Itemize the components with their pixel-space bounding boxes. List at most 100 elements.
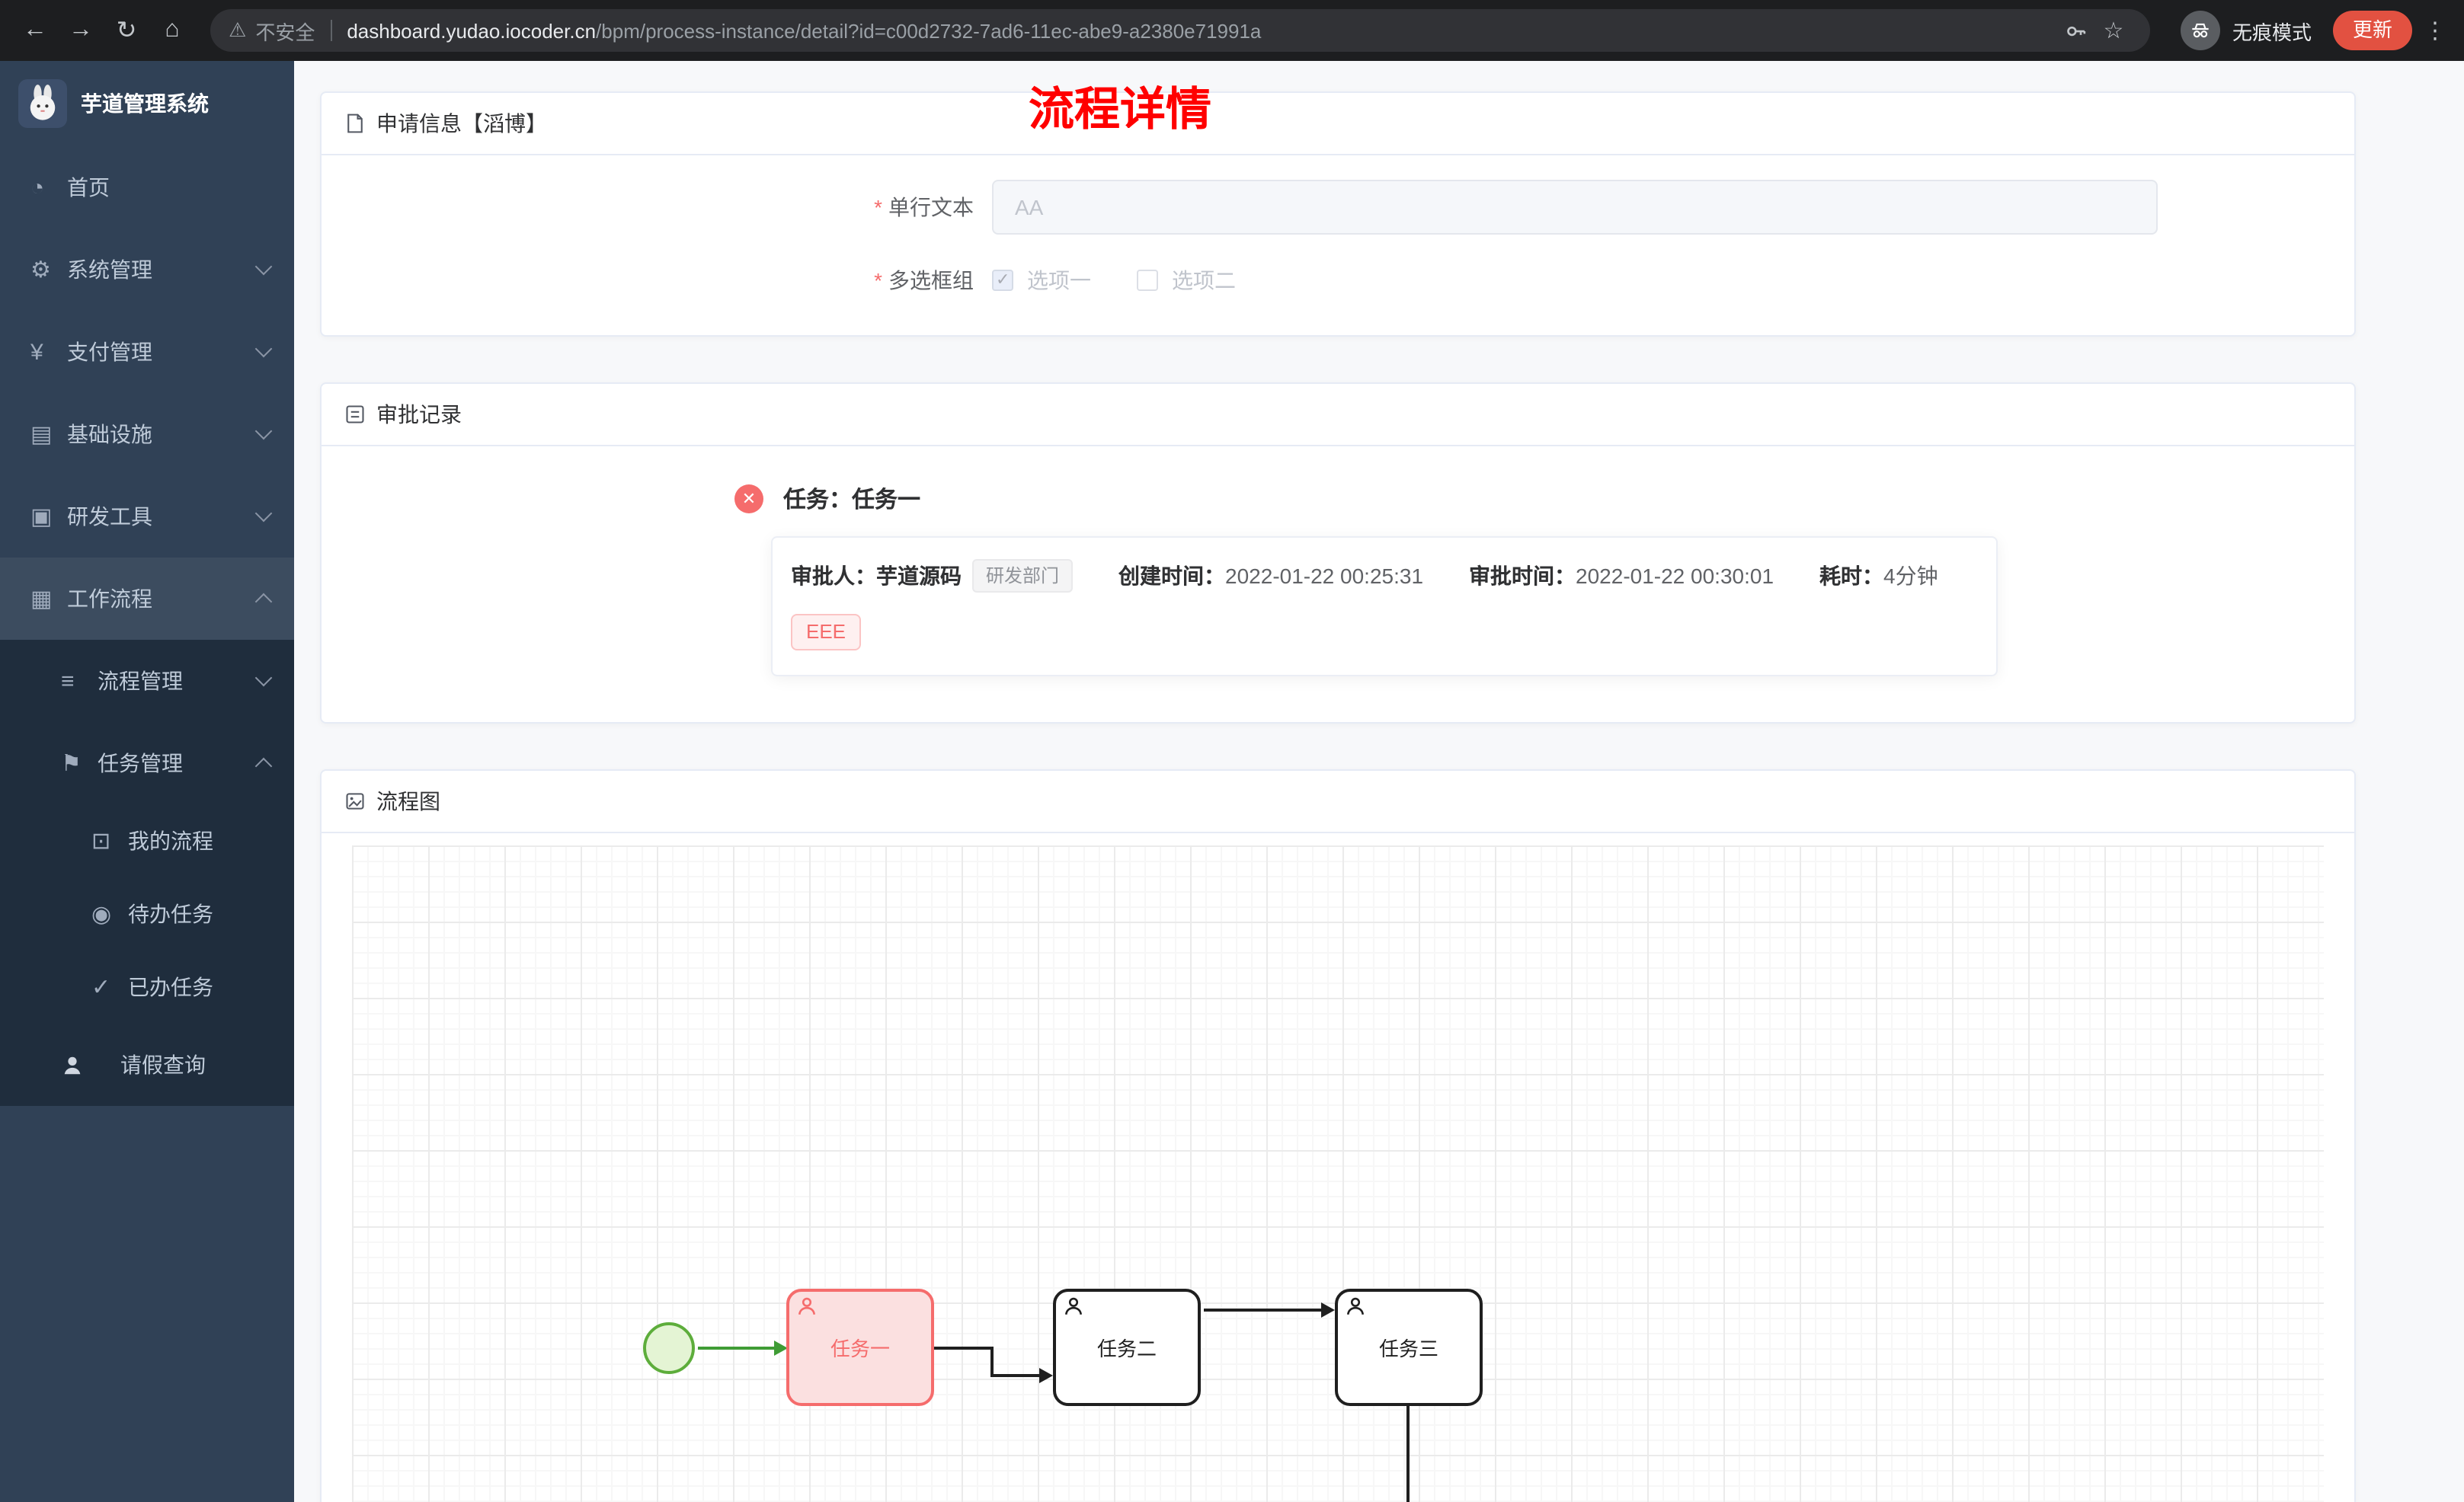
url-text: dashboard.yudao.iocoder.cn/bpm/process-i…	[347, 19, 2059, 42]
user-task-icon	[1064, 1296, 1083, 1316]
main-content: 流程详情 申请信息【滔博】 单行文本 多选框组	[294, 61, 2464, 1502]
browser-menu-icon[interactable]: ⋮	[2424, 18, 2446, 44]
sidebar-item-devtools[interactable]: ▣ 研发工具	[0, 475, 294, 558]
home-icon[interactable]: ⌂	[165, 17, 180, 43]
single-line-text-row: 单行文本	[322, 180, 2354, 235]
check-icon: ✓	[91, 975, 111, 1001]
sidebar-item-infra[interactable]: ▤ 基础设施	[0, 393, 294, 475]
infra-icon: ▤	[30, 422, 53, 448]
sidebar-item-leave-query[interactable]: 请假查询	[0, 1024, 294, 1106]
user-task-icon	[797, 1296, 817, 1316]
sidebar: 芋道管理系统 ◔ 首页 ⚙ 系统管理 ¥ 支付管理 ▤ 基础设施	[0, 61, 294, 1502]
chevron-up-icon	[254, 593, 273, 611]
workflow-icon: ▦	[30, 586, 53, 612]
back-icon[interactable]: ←	[23, 17, 47, 43]
create-time-label: 创建时间：	[1118, 564, 1226, 588]
list-icon: ≡	[61, 668, 75, 694]
sidebar-item-process-mgmt[interactable]: ≡ 流程管理	[0, 640, 294, 722]
comment-tag: EEE	[791, 614, 862, 650]
dashboard-icon: ◔	[30, 174, 45, 200]
single-line-text-input[interactable]	[992, 180, 2158, 235]
chevron-down-icon	[254, 257, 273, 276]
apply-info-title: 申请信息【滔博】	[376, 111, 547, 136]
tools-icon: ▣	[30, 504, 53, 530]
chevron-down-icon	[254, 340, 273, 358]
sidebar-item-label: 工作流程	[67, 586, 152, 611]
task-node-label: 任务三	[1378, 1337, 1438, 1360]
timeline-item: ✕ 任务：任务一	[734, 483, 2330, 515]
sidebar-item-label: 流程管理	[98, 669, 183, 693]
bpmn-canvas[interactable]: 任务一 任务二 任务三	[352, 845, 2324, 1502]
url-divider	[330, 20, 332, 41]
sidebar-item-label: 系统管理	[67, 257, 152, 282]
yen-icon: ¥	[30, 339, 43, 365]
task-node-2[interactable]: 任务二	[1053, 1289, 1201, 1406]
bookmark-star-icon[interactable]: ☆	[2103, 18, 2124, 44]
forward-icon[interactable]: →	[69, 17, 93, 43]
apply-info-card: 申请信息【滔博】 单行文本 多选框组 选项一	[320, 91, 2356, 337]
start-event-node[interactable]	[643, 1322, 695, 1374]
incognito-icon	[2180, 11, 2220, 50]
create-time-value: 2022-01-22 00:25:31	[1225, 564, 1424, 588]
sidebar-item-label: 首页	[67, 175, 110, 200]
address-bar[interactable]: ⚠ 不安全 dashboard.yudao.iocoder.cn/bpm/pro…	[210, 9, 2150, 52]
sidebar-item-label: 任务管理	[98, 751, 183, 775]
workflow-submenu: ≡ 流程管理 ⚑ 任务管理 ⊡ 我的流程 ◉ 待办任务	[0, 640, 294, 1106]
sidebar-item-task-mgmt[interactable]: ⚑ 任务管理	[0, 722, 294, 804]
reload-icon[interactable]: ↻	[116, 18, 137, 44]
checkbox-option-2[interactable]: 选项二	[1137, 265, 1236, 296]
user-icon	[61, 1053, 84, 1076]
security-label[interactable]: 不安全	[255, 21, 315, 43]
approval-record-card: 审批记录 ✕ 任务：任务一 审批人：芋道源码 研发部门 创建时间：2022-01…	[320, 382, 2356, 724]
single-line-text-label: 单行文本	[322, 192, 992, 222]
task-node-1[interactable]: 任务一	[786, 1289, 934, 1406]
process-diagram-card: 流程图	[320, 769, 2356, 1502]
sidebar-item-workflow[interactable]: ▦ 工作流程	[0, 558, 294, 640]
sidebar-item-todo-tasks[interactable]: ◉ 待办任务	[0, 877, 294, 951]
task-node-label: 任务一	[830, 1337, 890, 1360]
sidebar-item-my-process[interactable]: ⊡ 我的流程	[0, 804, 294, 877]
sidebar-item-label: 支付管理	[67, 340, 152, 364]
image-icon	[344, 791, 366, 812]
chevron-down-icon	[254, 422, 273, 440]
sidebar-item-label: 我的流程	[128, 829, 213, 853]
incognito-badge: 无痕模式	[2180, 11, 2312, 50]
user-task-icon	[1346, 1296, 1365, 1316]
apply-info-header: 申请信息【滔博】	[322, 93, 2354, 155]
chat-icon: ⊡	[91, 829, 111, 855]
sidebar-item-done-tasks[interactable]: ✓ 已办任务	[0, 951, 294, 1024]
task-title: 任务：任务一	[783, 487, 921, 513]
sidebar-item-label: 待办任务	[128, 902, 213, 926]
document-icon	[344, 113, 366, 134]
process-diagram-title: 流程图	[376, 789, 440, 813]
approve-time-label: 审批时间：	[1469, 564, 1576, 588]
checkbox-unchecked-icon	[1137, 270, 1158, 291]
key-icon[interactable]	[2059, 12, 2095, 49]
record-icon	[344, 404, 366, 425]
sidebar-item-payment[interactable]: ¥ 支付管理	[0, 311, 294, 393]
task-node-3[interactable]: 任务三	[1335, 1289, 1483, 1406]
rejected-status-icon: ✕	[734, 484, 763, 513]
app-title: 芋道管理系统	[81, 91, 209, 116]
sidebar-item-system[interactable]: ⚙ 系统管理	[0, 228, 294, 311]
flag-icon: ⚑	[61, 751, 82, 777]
approve-time-value: 2022-01-22 00:30:01	[1576, 564, 1774, 588]
dept-tag: 研发部门	[972, 559, 1074, 593]
incognito-label: 无痕模式	[2232, 21, 2312, 43]
approval-record-title: 审批记录	[376, 402, 462, 427]
sidebar-item-label: 研发工具	[67, 504, 152, 529]
checkbox-checked-icon	[992, 269, 1013, 291]
duration-value: 4分钟	[1883, 564, 1938, 588]
logo-avatar-icon	[18, 79, 67, 128]
update-button[interactable]: 更新	[2332, 11, 2412, 50]
url-path: /bpm/process-instance/detail?id=c00d2732…	[596, 19, 1262, 42]
sidebar-item-label: 已办任务	[128, 975, 213, 999]
sidebar-item-label: 请假查询	[120, 1053, 206, 1077]
checkbox-option-1[interactable]: 选项一	[992, 265, 1091, 296]
approver-label: 审批人：	[791, 564, 876, 588]
url-domain: dashboard.yudao.iocoder.cn	[347, 19, 597, 42]
sidebar-item-home[interactable]: ◔ 首页	[0, 146, 294, 228]
chevron-down-icon	[254, 504, 273, 523]
app-logo[interactable]: 芋道管理系统	[0, 61, 294, 146]
checkbox-group-label: 多选框组	[322, 265, 992, 296]
